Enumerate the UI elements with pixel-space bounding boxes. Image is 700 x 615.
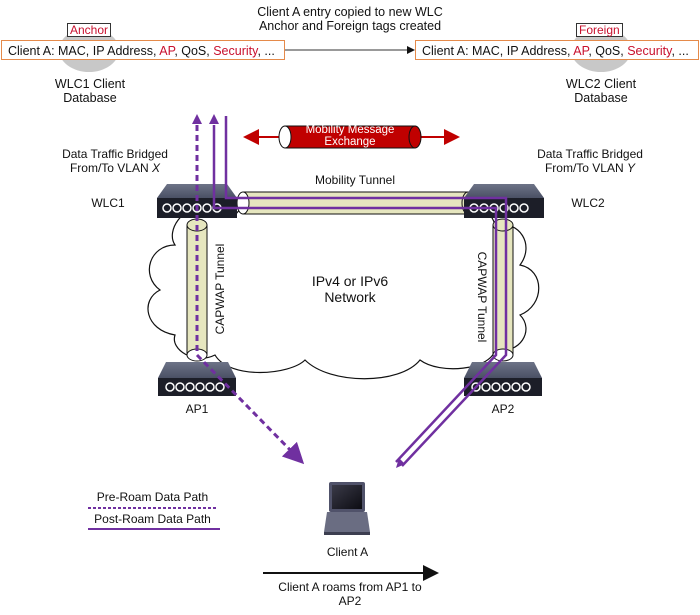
ap1-device-icon <box>158 362 236 396</box>
label-line: Database <box>574 91 628 105</box>
ap1-label: AP1 <box>185 402 209 416</box>
capwap-left-label: CAPWAP Tunnel <box>213 243 227 335</box>
wlc2-device-icon <box>464 184 544 218</box>
entry-text: , ... <box>257 44 275 58</box>
pre-roam-up-arrowhead <box>192 114 202 124</box>
entry-text: , ... <box>671 44 689 58</box>
copy-caption-line1: Client A entry copied to new WLC <box>257 5 443 19</box>
client-laptop-icon <box>324 482 370 535</box>
vlan-id: Y <box>627 161 636 175</box>
entry-ap: AP <box>573 44 589 58</box>
post-roam-down-arrowhead <box>396 458 405 468</box>
wlc1-db-label: WLC1 Client Database <box>40 77 140 105</box>
vlan-id: X <box>152 161 161 175</box>
mobility-tunnel <box>236 191 475 215</box>
capwap-tunnel-right <box>492 218 514 362</box>
vlan-y-label: Data Traffic Bridged From/To VLAN Y <box>520 147 660 175</box>
foreign-tag: Foreign <box>576 23 623 37</box>
vlan-x-label: Data Traffic Bridged From/To VLAN X <box>45 147 185 175</box>
label-line: Data Traffic Bridged <box>537 147 643 161</box>
label-line: From/To VLAN <box>69 161 152 175</box>
roam-caption: Client A roams from AP1 to AP2 <box>265 580 435 608</box>
label-line: Network <box>324 289 376 305</box>
mobility-message-cylinder <box>278 125 422 149</box>
label-line: Mobility Message <box>305 124 395 136</box>
entry-security: Security <box>213 44 258 58</box>
label-line: IPv4 or IPv6 <box>311 273 389 289</box>
mobility-tunnel-label: Mobility Tunnel <box>314 173 396 187</box>
pre-roam-path <box>195 125 305 465</box>
client-label: Client A <box>326 545 369 559</box>
wlc1-label: WLC1 <box>91 196 125 210</box>
label-line: Exchange <box>324 136 376 148</box>
wlc2-label: WLC2 <box>571 196 605 210</box>
post-roam-path <box>212 116 508 467</box>
ap2-label: AP2 <box>491 402 515 416</box>
legend-post-roam: Post-Roam Data Path <box>94 512 211 526</box>
entry-text: , QoS, <box>174 44 214 58</box>
label-line: WLC2 Client <box>565 77 637 91</box>
entry-text: Client A: MAC, IP Address, <box>8 44 160 58</box>
wlc2-db-label: WLC2 Client Database <box>551 77 651 105</box>
legend-pre-roam: Pre-Roam Data Path <box>96 490 209 504</box>
mobility-message-label: Mobility Message Exchange <box>288 124 412 148</box>
copy-caption: Client A entry copied to new WLC Anchor … <box>230 5 470 33</box>
entry-ap: AP <box>159 44 175 58</box>
network-label: IPv4 or IPv6 Network <box>290 273 410 305</box>
label-line: Client A roams from AP1 to <box>278 580 422 594</box>
wlc2-client-entry: Client A: MAC, IP Address, AP, QoS, Secu… <box>415 40 699 60</box>
label-line: WLC1 Client <box>54 77 126 91</box>
label-line: From/To VLAN <box>544 161 627 175</box>
entry-security: Security <box>627 44 672 58</box>
copy-caption-line2: Anchor and Foreign tags created <box>258 19 442 33</box>
label-line: Data Traffic Bridged <box>62 147 168 161</box>
entry-text: , QoS, <box>588 44 628 58</box>
capwap-right-label: CAPWAP Tunnel <box>475 251 489 343</box>
entry-text: Client A: MAC, IP Address, <box>422 44 574 58</box>
label-line: Database <box>63 91 117 105</box>
ap2-device-icon <box>464 362 542 396</box>
wlc1-client-entry: Client A: MAC, IP Address, AP, QoS, Secu… <box>1 40 285 60</box>
label-line: AP2 <box>338 594 362 608</box>
post-roam-up-arrowhead <box>209 114 219 124</box>
anchor-tag: Anchor <box>67 23 112 37</box>
